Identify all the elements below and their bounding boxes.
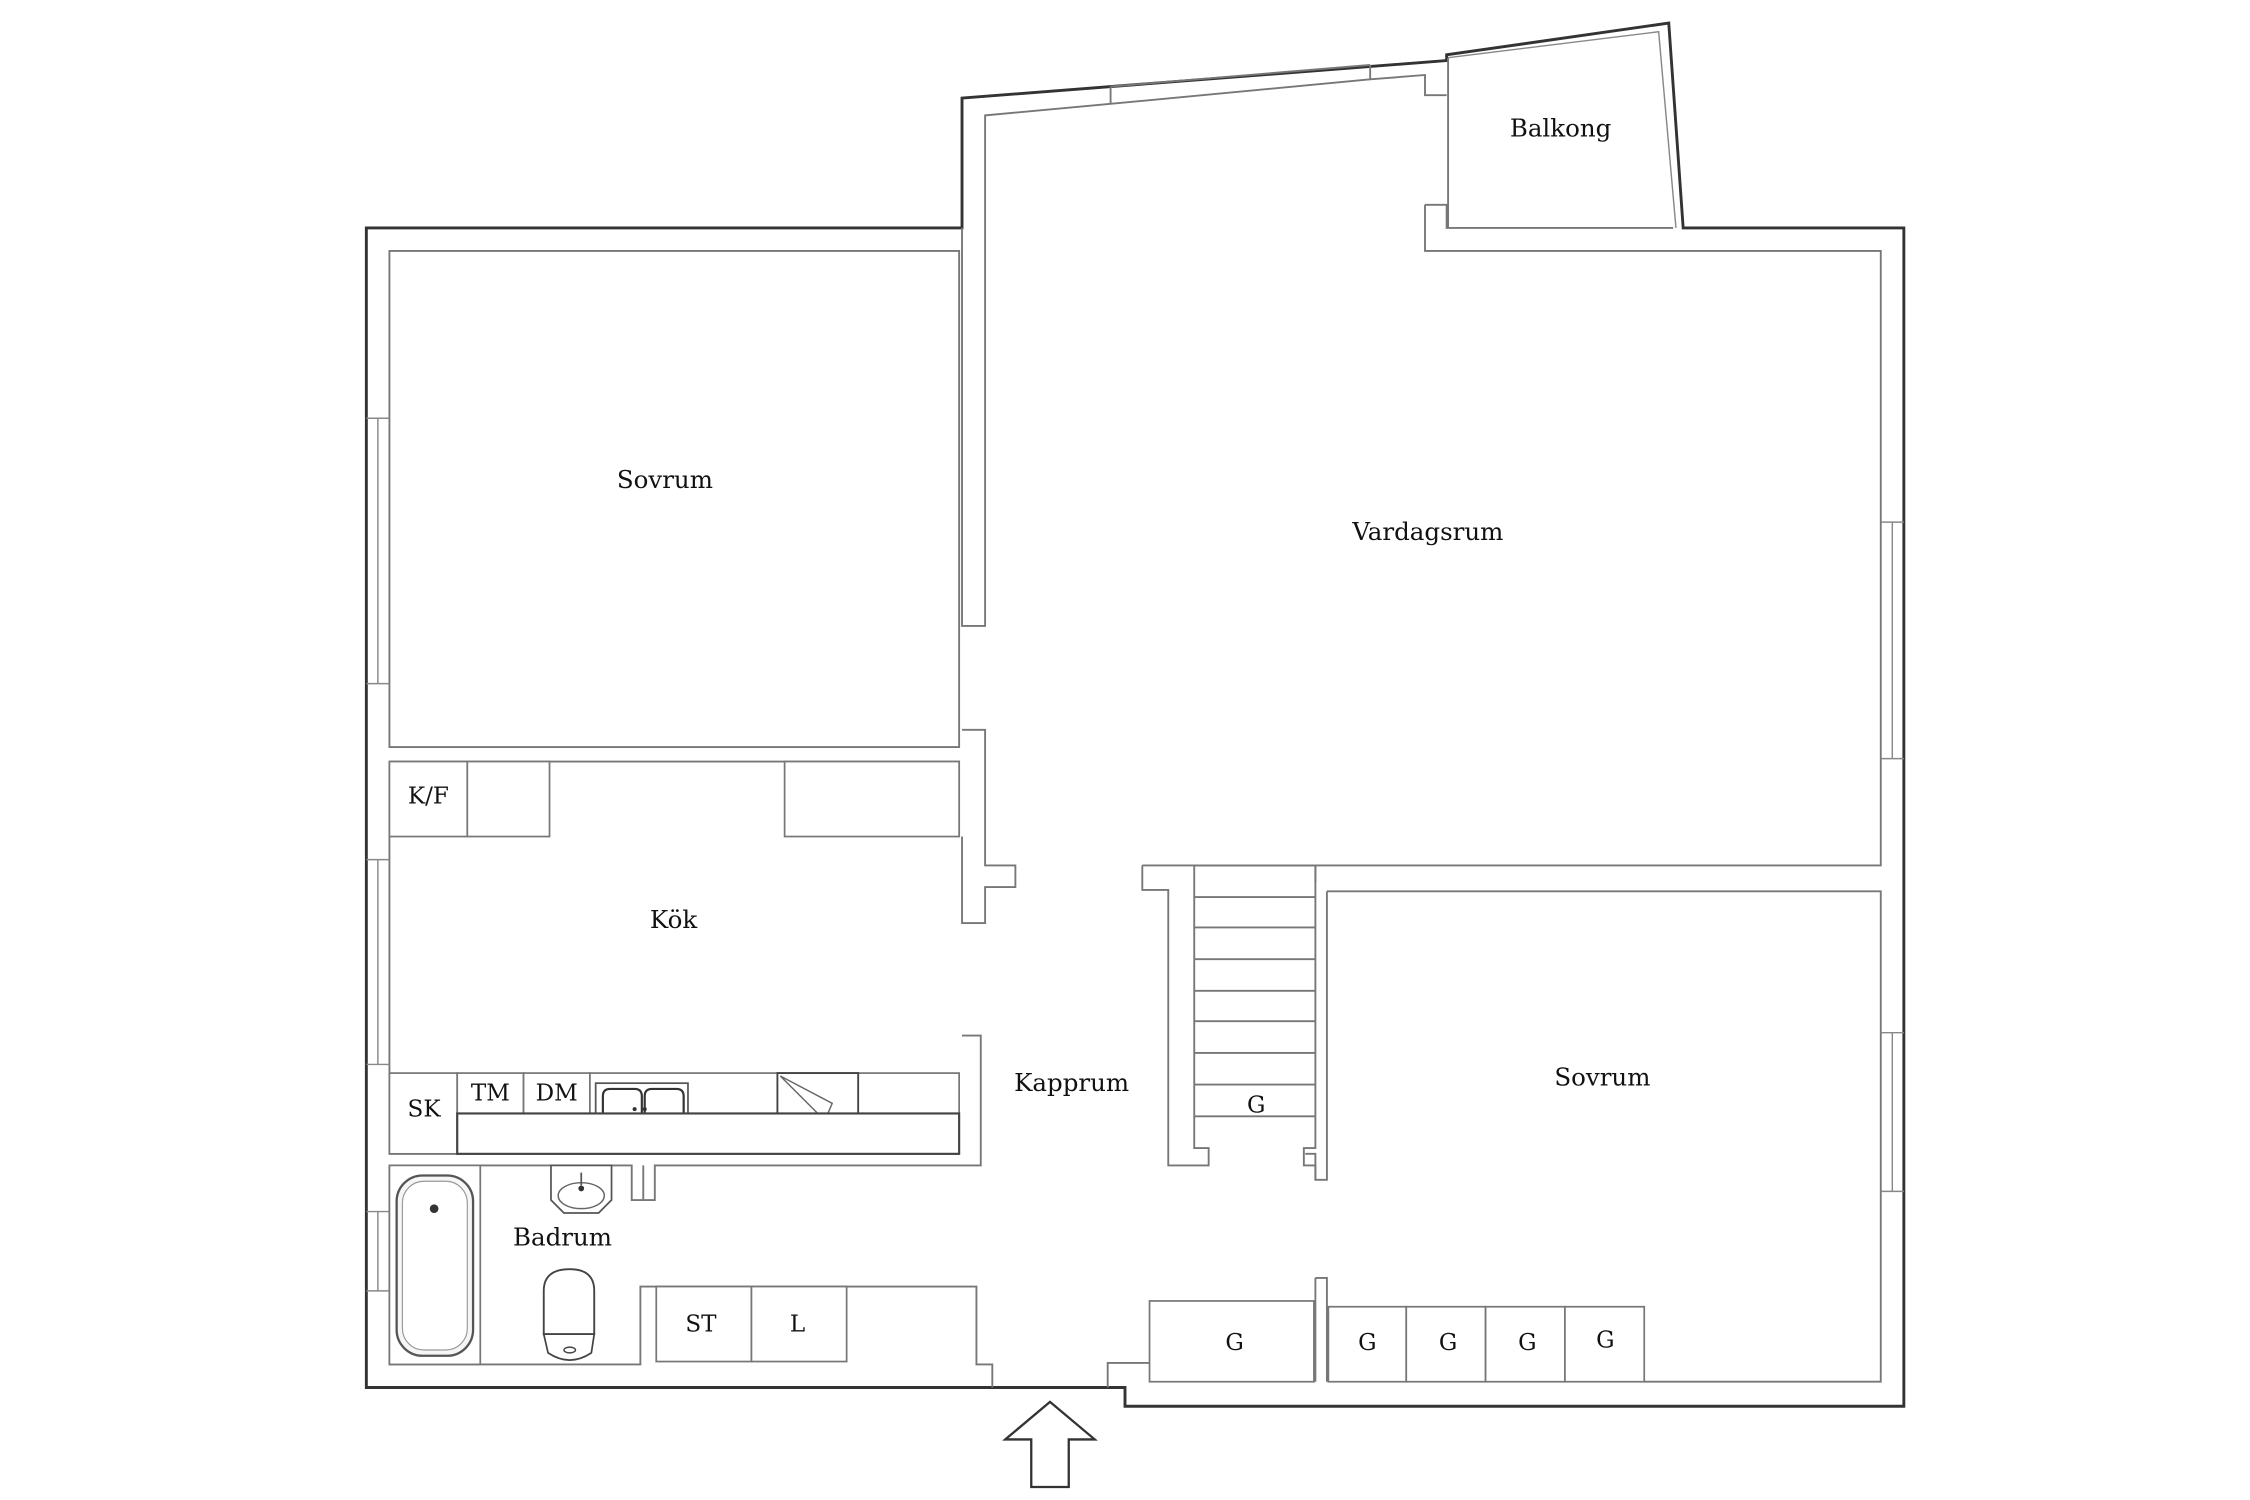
fixture-label-broom-closet: SK [408,1097,442,1123]
bathroom-fixtures [388,1164,613,1366]
room-label-bedroom-2: Sovrum [1554,1062,1650,1091]
fixture-label-wardrobe-3: G [1518,1330,1536,1356]
fixture-label-wardrobe-4: G [1596,1327,1614,1353]
wardrobe-3 [1484,1305,1566,1383]
fixture-label-washer-cabinet: ST [685,1311,717,1337]
washbasin-icon [550,1164,613,1214]
kitchen-sink-icon [594,1082,689,1115]
kitchen-countertop [456,1112,961,1155]
wardrobe-hall [1148,1300,1315,1383]
wardrobe-2 [1405,1305,1487,1383]
fixture-label-stair-closet: G [1247,1092,1265,1118]
fridge-freezer-cabinet [388,760,469,838]
washer-dryer-cabinet [655,1285,753,1363]
fixture-label-linen-cabinet: L [790,1311,805,1337]
fixture-label-fridge-freezer: K/F [408,784,449,810]
hall-storage [655,1285,1646,1383]
stove-icon [776,1072,860,1115]
staircase [1194,864,1316,1118]
wardrobe-4 [1564,1305,1646,1383]
toilet-icon [542,1268,596,1361]
linen-cabinet [750,1285,848,1363]
bathtub-icon [395,1174,475,1357]
fixture-label-dishwasher: DM [536,1081,578,1107]
fixture-label-wardrobe-1: G [1358,1330,1376,1356]
kitchen-fixtures [388,760,961,1155]
room-label-balcony: Balkong [1510,113,1612,142]
entrance-arrow-icon [1002,1400,1098,1489]
room-label-living-room: Vardagsrum [1351,517,1503,546]
fixture-label-wardrobe-2: G [1439,1330,1457,1356]
room-label-hall: Kapprum [1014,1068,1129,1097]
room-label-bedroom-1: Sovrum [617,465,713,494]
room-label-kitchen: Kök [650,905,698,934]
fixture-label-dryer: TM [471,1081,510,1107]
pantry-cabinet [466,760,551,838]
dishwasher-unit [522,1072,591,1115]
room-label-bathroom: Badrum [513,1222,612,1251]
fixture-label-wardrobe-hall: G [1225,1330,1243,1356]
exterior-wall [364,21,1906,1408]
upper-counter [783,760,960,838]
broom-closet [388,1072,459,1155]
wardrobe-1 [1327,1305,1408,1383]
